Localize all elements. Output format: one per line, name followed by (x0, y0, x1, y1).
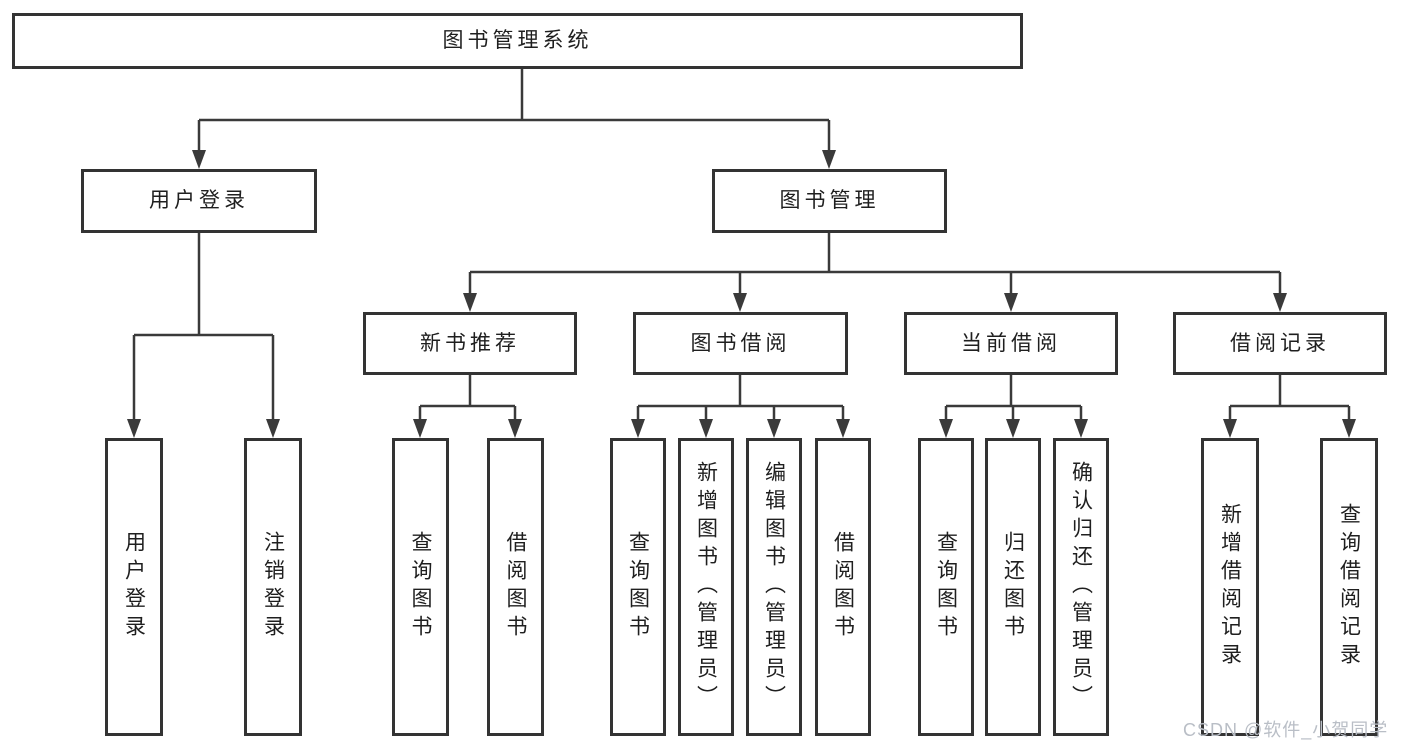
leaf-label: 查询借阅记录 (1337, 503, 1361, 671)
leaf-label: 归还图书 (1001, 531, 1025, 643)
leaf-bb-edit-books-admin: 编辑图书（管理员） (746, 438, 802, 736)
arrowhead-icon-3-0 (413, 419, 427, 438)
node-label: 图书管理 (779, 189, 880, 213)
arrowhead-icon-5-1 (1006, 419, 1020, 438)
node-label: 图书管理系统 (442, 29, 593, 53)
arrowhead-icon-6-1 (1342, 419, 1356, 438)
node-borrow-records: 借阅记录 (1173, 312, 1387, 375)
leaf-br-query-record: 查询借阅记录 (1320, 438, 1378, 736)
node-label: 当前借阅 (961, 331, 1061, 355)
leaf-label: 编辑图书（管理员） (762, 461, 786, 713)
leaf-cb-confirm-return-admin: 确认归还（管理员） (1053, 438, 1109, 736)
leaf-cb-return-books: 归还图书 (985, 438, 1041, 736)
node-library-management-system: 图书管理系统 (12, 13, 1023, 69)
node-user-login: 用户登录 (81, 169, 317, 233)
node-label: 用户登录 (149, 189, 249, 213)
arrowhead-icon-4-1 (699, 419, 713, 438)
leaf-user-login: 用户登录 (105, 438, 163, 736)
node-new-book-recommend: 新书推荐 (363, 312, 577, 375)
node-label: 图书借阅 (690, 331, 791, 355)
arrowhead-icon-1-0 (127, 419, 141, 438)
arrowhead-icon-2-3 (1273, 293, 1287, 312)
leaf-logout: 注销登录 (244, 438, 302, 736)
arrowhead-icon-6-0 (1223, 419, 1237, 438)
arrowhead-icon-0-1 (822, 150, 836, 169)
arrowhead-icon-4-3 (836, 419, 850, 438)
leaf-label: 新增借阅记录 (1218, 503, 1242, 671)
leaf-br-add-record: 新增借阅记录 (1201, 438, 1259, 736)
arrowhead-icon-2-1 (733, 293, 747, 312)
arrowhead-icon-4-0 (631, 419, 645, 438)
leaf-label: 查询图书 (409, 531, 432, 643)
arrowhead-icon-4-2 (767, 419, 781, 438)
leaf-bb-query-books: 查询图书 (610, 438, 666, 736)
arrowhead-icon-3-1 (508, 419, 522, 438)
leaf-nb-query-books: 查询图书 (392, 438, 449, 736)
leaf-label: 确认归还（管理员） (1069, 461, 1093, 713)
arrowhead-icon-5-2 (1074, 419, 1088, 438)
leaf-label: 查询图书 (934, 531, 958, 643)
leaf-label: 新增图书（管理员） (694, 461, 718, 713)
leaf-label: 借阅图书 (504, 531, 527, 643)
leaf-bb-add-books-admin: 新增图书（管理员） (678, 438, 734, 736)
node-book-borrow: 图书借阅 (633, 312, 848, 375)
arrowhead-icon-5-0 (939, 419, 953, 438)
leaf-bb-borrow-books: 借阅图书 (815, 438, 871, 736)
leaf-cb-query-books: 查询图书 (918, 438, 974, 736)
leaf-label: 用户登录 (122, 531, 146, 643)
node-label: 借阅记录 (1230, 331, 1330, 355)
arrowhead-icon-2-2 (1004, 293, 1018, 312)
arrowhead-icon-0-0 (192, 150, 206, 169)
arrowhead-icon-2-0 (463, 293, 477, 312)
node-current-borrow: 当前借阅 (904, 312, 1118, 375)
leaf-label: 注销登录 (261, 531, 285, 643)
leaf-nb-borrow-books: 借阅图书 (487, 438, 544, 736)
arrowhead-icon-1-1 (266, 419, 280, 438)
node-book-management: 图书管理 (712, 169, 947, 233)
csdn-watermark: CSDN @软件_小贺同学 (1183, 720, 1389, 740)
leaf-label: 查询图书 (626, 531, 650, 643)
node-label: 新书推荐 (420, 331, 520, 355)
leaf-label: 借阅图书 (831, 531, 855, 643)
